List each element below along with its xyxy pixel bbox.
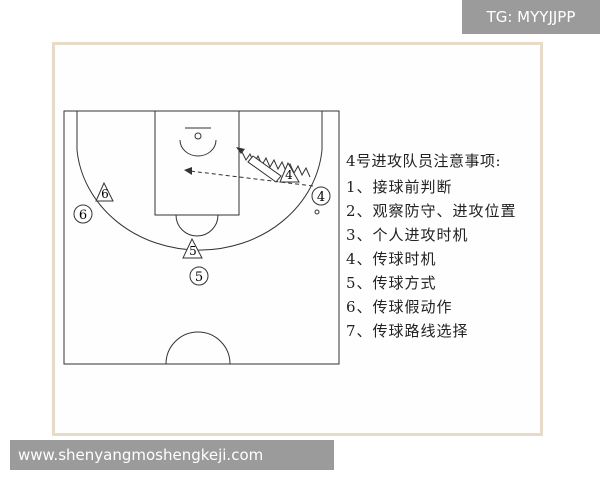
- diagram-frame: [52, 42, 543, 436]
- player-triangle: [95, 181, 114, 202]
- notes-title: 4号进攻队员注意事项:: [346, 152, 502, 170]
- telegram-badge: TG: MYYJJPP: [462, 0, 600, 34]
- player-triangle: [182, 237, 203, 259]
- player-triangle: [279, 161, 300, 183]
- player-circle: [73, 204, 93, 224]
- player-label: 6: [79, 208, 87, 223]
- player-label: 5: [189, 244, 197, 258]
- player-label: 6: [101, 187, 109, 201]
- website-badge: www.shenyangmoshengkeji.com: [10, 440, 334, 470]
- notes-item: 1、接球前判断: [346, 178, 453, 196]
- player-label: 4: [317, 190, 325, 205]
- player-label: 4: [285, 168, 293, 182]
- player-circle: [311, 186, 331, 206]
- paint-area: [154, 110, 240, 216]
- notes-item: 4、传球时机: [346, 250, 437, 268]
- court-boundary: [63, 110, 340, 365]
- three-point-line: [76, 111, 323, 251]
- center-circle: [165, 331, 231, 365]
- notes-panel: 4号进攻队员注意事项: 1、接球前判断 2、观察防守、进攻位置 3、个人进攻时机…: [346, 150, 546, 343]
- dribble-arrowhead: [236, 147, 245, 154]
- notes-item: 6、传球假动作: [346, 298, 453, 316]
- notes-item: 5、传球方式: [346, 274, 437, 292]
- free-throw-circle: [175, 214, 219, 237]
- player-label: 5: [195, 270, 203, 285]
- notes-item: 2、观察防守、进攻位置: [346, 202, 517, 220]
- pass-arrowhead: [184, 167, 192, 175]
- ball-icon: [314, 209, 320, 215]
- cut-path-marker: [247, 155, 282, 183]
- rim: [194, 132, 202, 140]
- restricted-arc: [179, 139, 217, 157]
- notes-item: 7、传球路线选择: [346, 322, 469, 340]
- player-circle: [189, 266, 209, 286]
- notes-item: 3、个人进攻时机: [346, 226, 469, 244]
